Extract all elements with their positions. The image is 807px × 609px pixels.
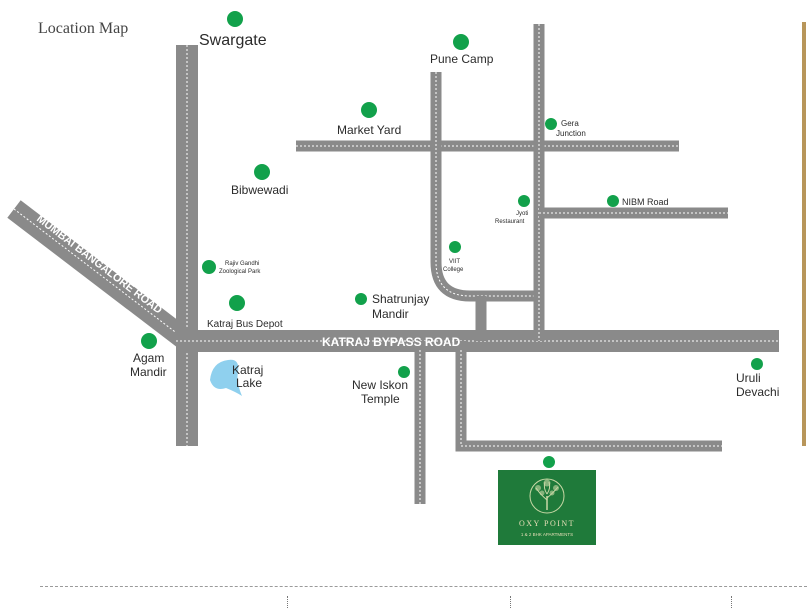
market-yard-label: Market Yard [337,123,401,137]
swargate-label: Swargate [199,32,267,49]
katraj-lake-label-2: Lake [236,376,262,390]
agam-mandir-marker [141,333,157,349]
viit-label-1: VIIT [449,259,460,265]
uruli-devachi-marker [751,358,763,370]
katraj-bus-depot-marker [229,295,245,311]
rajiv-gandhi-label-1: Rajiv Gandhi [225,261,259,267]
rajiv-gandhi-label-2: Zoological Park [219,269,261,275]
shatrunjay-label-2: Mandir [372,307,409,321]
oxy-point-project: OXY POINT 1 & 2 BHK APARTMENTS [498,470,596,545]
divider-tick-2 [510,596,511,608]
new-iskon-label-2: Temple [361,392,400,406]
pune-camp-marker [453,34,469,50]
nibm-road-label: NIBM Road [622,197,669,207]
katraj-lake-label-1: Katraj [232,363,263,377]
project-name: OXY POINT [519,519,575,528]
oxy-point-marker [543,456,555,468]
katraj-bus-depot-label: Katraj Bus Depot [207,319,283,330]
rajiv-gandhi-zoo-marker [202,260,216,274]
bottom-divider [40,586,807,587]
brand-accent-line [802,22,806,446]
agam-label-2: Mandir [130,365,167,379]
new-iskon-label-1: New Iskon [352,378,408,392]
viit-college-marker [449,241,461,253]
market-yard-marker [361,102,377,118]
swargate-marker [227,11,243,27]
gera-junction-label-1: Gera [561,119,579,128]
viit-label-2: College [443,267,464,273]
gera-junction-marker [545,118,557,130]
uruli-label-1: Uruli [736,371,761,385]
road-project [455,341,722,452]
bibwewadi-label: Bibwewadi [231,183,288,197]
new-iskon-temple-marker [398,366,410,378]
jyoti-label-2: Restaurant [495,219,525,225]
nibm-road-marker [607,195,619,207]
katraj-lake [210,359,242,396]
gera-junction-label-2: Junction [556,129,586,138]
shatrunjay-label-1: Shatrunjay [372,292,429,306]
divider-tick-1 [287,596,288,608]
uruli-label-2: Devachi [736,385,779,399]
jyoti-label-1: Jyoti [516,211,528,217]
tree-logo [529,478,565,514]
shatrunjay-mandir-marker [355,293,367,305]
bibwewadi-marker [254,164,270,180]
jyoti-restaurant-marker [518,195,530,207]
divider-tick-3 [731,596,732,608]
mumbai-bangalore-road-label: MUMBAI BANGALORE ROAD [34,213,164,317]
road-pune-camp-vertical [430,72,539,302]
road-mumbai-bangalore [7,200,194,350]
katraj-bypass-road-label: KATRAJ BYPASS ROAD [322,335,461,349]
project-tagline: 1 & 2 BHK APARTMENTS [521,532,573,537]
pune-camp-label: Pune Camp [430,52,494,66]
map-title: Location Map [38,20,129,37]
agam-label-1: Agam [133,351,164,365]
